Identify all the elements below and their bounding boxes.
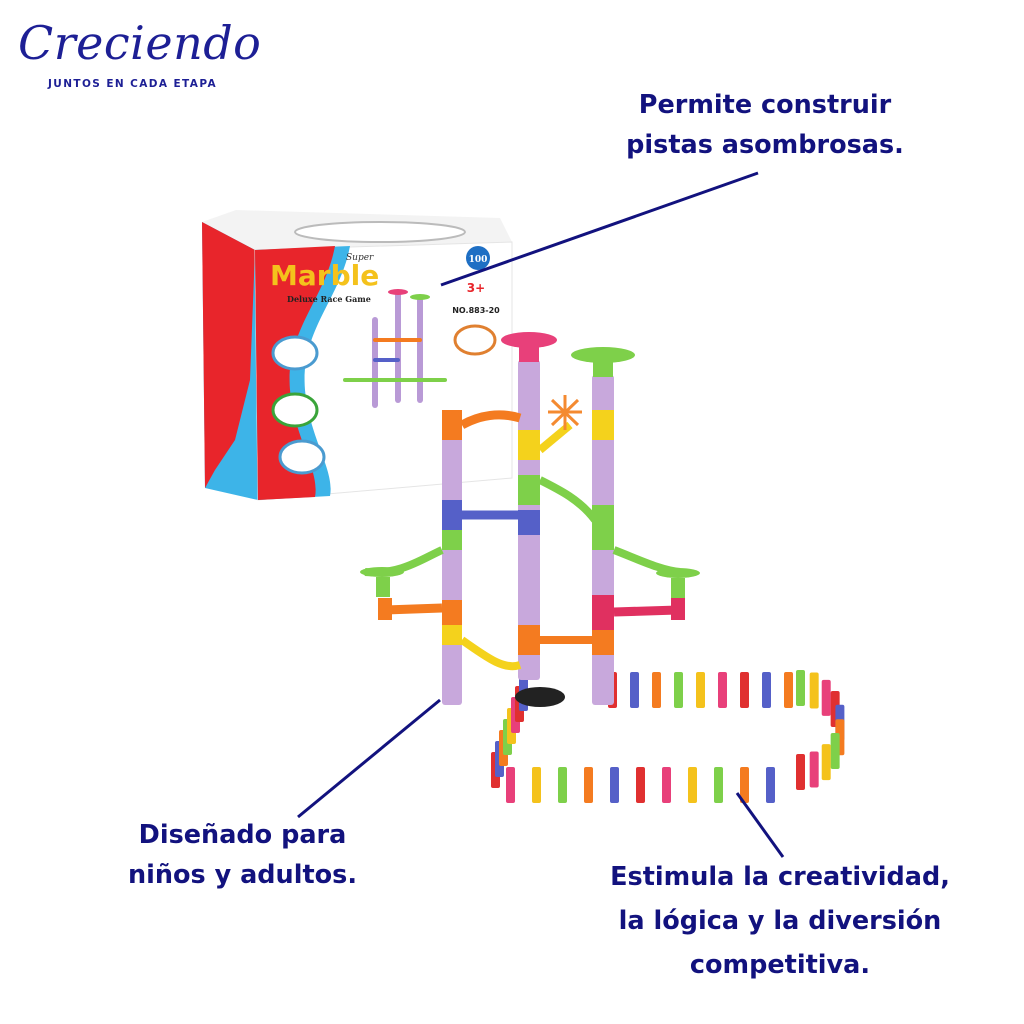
callout-connector-right	[735, 792, 785, 858]
domino	[796, 754, 805, 790]
tube-left	[442, 430, 462, 705]
callout-line: Estimula la creatividad,	[610, 862, 950, 892]
domino	[630, 672, 639, 708]
callout-audience: Diseñado para niños y adultos.	[105, 815, 380, 895]
piece-count-badge	[466, 246, 490, 270]
callout-line: Diseñado para	[138, 820, 347, 850]
domino	[740, 672, 749, 708]
domino	[762, 672, 771, 708]
domino	[532, 767, 541, 803]
box-front-red	[255, 246, 335, 500]
domino	[718, 672, 727, 708]
callout-line: pistas asombrosas.	[626, 130, 904, 160]
domino	[809, 672, 819, 709]
box-title-super: Super	[346, 253, 374, 263]
domino	[809, 751, 819, 788]
domino	[830, 733, 840, 769]
callout-line: Permite construir	[638, 90, 892, 120]
callout-benefits: Estimula la creatividad, la lógica y la …	[570, 855, 990, 987]
domino	[821, 744, 831, 781]
domino	[796, 670, 805, 706]
domino	[714, 767, 723, 803]
domino	[766, 767, 775, 803]
domino	[696, 672, 705, 708]
callout-connector-left	[297, 698, 441, 819]
box-track-image	[343, 289, 447, 408]
box-top-logo	[294, 221, 466, 243]
product-box: Marble Super Deluxe Race Game 100 3+ NO.…	[202, 210, 513, 501]
domino	[652, 672, 661, 708]
domino	[636, 767, 645, 803]
callout-line: la lógica y la diversión	[618, 906, 942, 936]
domino	[584, 767, 593, 803]
domino	[610, 767, 619, 803]
domino	[674, 672, 683, 708]
box-feature-circle	[278, 439, 326, 475]
brand-tagline: JUNTOS EN CADA ETAPA	[48, 78, 217, 90]
model-number: NO.883-20	[452, 306, 500, 315]
box-feature-circle	[271, 335, 319, 371]
domino	[662, 767, 671, 803]
brand-name: Creciendo	[18, 16, 262, 70]
callout-tracks: Permite construir pistas asombrosas.	[595, 85, 935, 165]
callout-line: niños y adultos.	[127, 860, 358, 890]
pinwheel	[548, 395, 582, 430]
box-feature-circle	[453, 324, 497, 356]
box-subtitle: Deluxe Race Game	[287, 294, 371, 304]
box-side-red	[202, 222, 255, 488]
track-base	[515, 687, 565, 707]
domino	[688, 767, 697, 803]
brand-logo: Creciendo JUNTOS EN CADA ETAPA	[18, 16, 262, 90]
callout-connector-top	[440, 171, 759, 287]
box-title: Marble	[270, 259, 379, 292]
domino	[506, 767, 515, 803]
marble-run	[360, 332, 845, 803]
domino	[821, 679, 831, 716]
callout-line: competitiva.	[689, 950, 871, 980]
age-label: 3+	[467, 281, 485, 295]
piece-count: 100	[469, 255, 488, 265]
domino	[740, 767, 749, 803]
domino	[784, 672, 793, 708]
domino	[558, 767, 567, 803]
box-feature-circle	[271, 392, 319, 428]
